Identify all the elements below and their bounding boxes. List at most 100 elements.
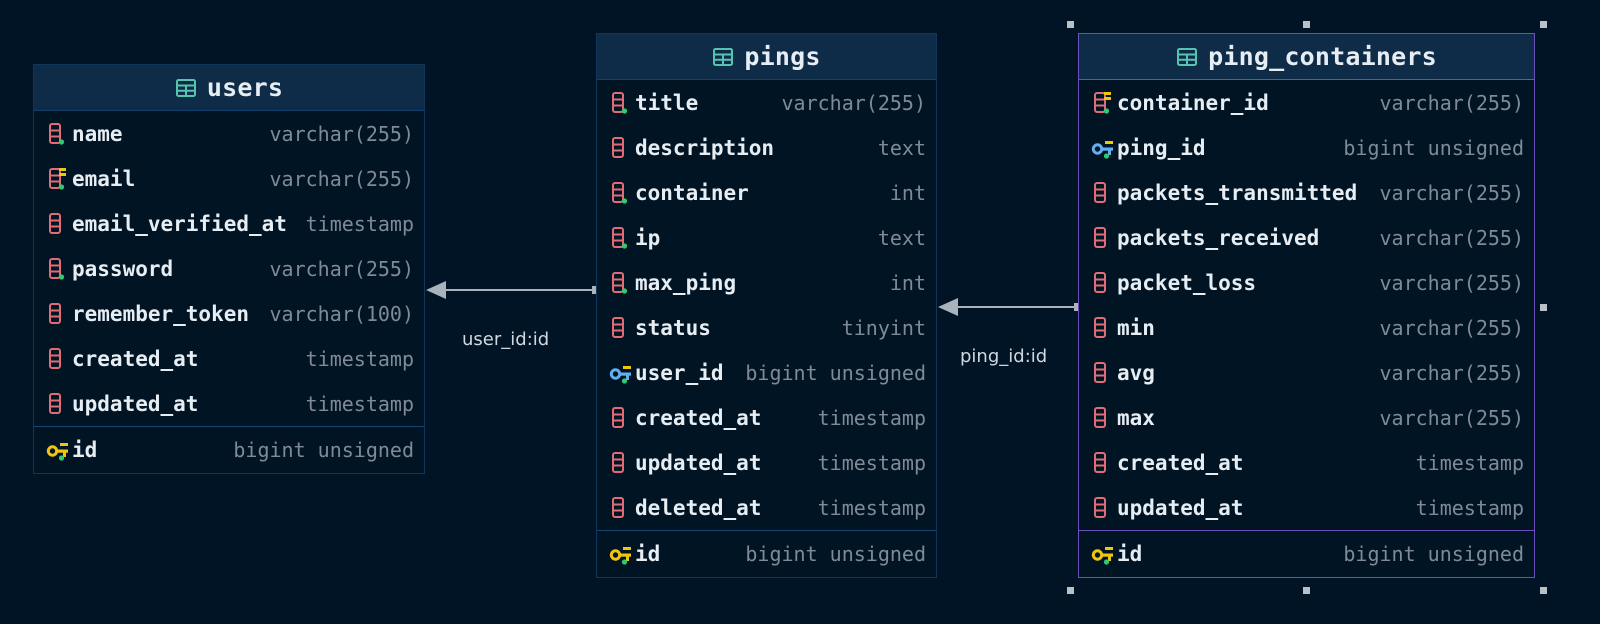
column-icon: [46, 122, 72, 146]
column-type: varchar(255): [781, 90, 927, 115]
column-type: timestamp: [817, 405, 926, 430]
relation-edge[interactable]: [938, 298, 1082, 316]
column-type: varchar(100): [269, 301, 415, 326]
column-icon: [609, 406, 635, 430]
column-row[interactable]: title varchar(255): [597, 80, 936, 125]
column-icon: [1091, 316, 1117, 340]
column-icon: [609, 271, 635, 295]
column-type: text: [877, 135, 926, 160]
column-row[interactable]: avg varchar(255): [1079, 350, 1534, 395]
column-type: text: [877, 225, 926, 250]
column-type: varchar(255): [1379, 315, 1525, 340]
column-name: title: [635, 90, 699, 115]
column-row[interactable]: remember_token varchar(100): [34, 291, 424, 336]
column-icon: [1091, 496, 1117, 520]
column-name: password: [72, 256, 174, 281]
column-name: remember_token: [72, 301, 250, 326]
column-type: tinyint: [841, 315, 926, 340]
relation-label: ping_id:id: [960, 346, 1048, 367]
arrowhead-icon: [938, 298, 958, 316]
unique-column-icon: [46, 167, 72, 191]
table-icon: [712, 46, 734, 68]
column-name: packets_transmitted: [1117, 180, 1358, 205]
relation-label: user_id:id: [462, 329, 550, 350]
column-row[interactable]: updated_at timestamp: [1079, 485, 1534, 530]
column-icon: [609, 91, 635, 115]
column-icon: [609, 496, 635, 520]
column-type: bigint unsigned: [233, 438, 414, 462]
column-name: avg: [1117, 360, 1155, 385]
column-type: bigint unsigned: [1343, 542, 1524, 566]
column-name: user_id: [635, 360, 724, 385]
primary-key-row[interactable]: id bigint unsigned: [1079, 531, 1534, 577]
resize-handle[interactable]: [1067, 21, 1074, 28]
foreign-key-icon: [1091, 136, 1117, 160]
column-name: id: [1117, 542, 1143, 566]
column-row[interactable]: user_id bigint unsigned: [597, 350, 936, 395]
column-type: varchar(255): [1379, 270, 1525, 295]
column-icon: [609, 181, 635, 205]
resize-handle[interactable]: [1303, 587, 1310, 594]
table-header[interactable]: users: [34, 65, 424, 111]
column-icon: [46, 347, 72, 371]
resize-handle[interactable]: [1303, 21, 1310, 28]
column-row[interactable]: ping_id bigint unsigned: [1079, 125, 1534, 170]
column-name: updated_at: [1117, 495, 1244, 520]
column-icon: [1091, 181, 1117, 205]
column-name: id: [635, 542, 661, 566]
table-icon: [175, 77, 197, 99]
column-icon: [1091, 406, 1117, 430]
column-name: ping_id: [1117, 135, 1206, 160]
resize-handle[interactable]: [1067, 587, 1074, 594]
column-row[interactable]: created_at timestamp: [1079, 440, 1534, 485]
primary-key-divider: [597, 530, 936, 531]
primary-key-icon: [1091, 542, 1117, 566]
resize-handle[interactable]: [1540, 21, 1547, 28]
primary-key-divider: [34, 426, 424, 427]
column-row[interactable]: packets_transmitted varchar(255): [1079, 170, 1534, 215]
column-type: varchar(255): [1379, 180, 1525, 205]
table-header[interactable]: pings: [597, 34, 936, 80]
table-title: ping_containers: [1208, 42, 1437, 71]
column-icon: [46, 302, 72, 326]
column-type: bigint unsigned: [745, 360, 926, 385]
relation-edge[interactable]: [426, 281, 600, 299]
resize-handle[interactable]: [1540, 304, 1547, 311]
resize-handle[interactable]: [1540, 587, 1547, 594]
column-type: varchar(255): [1379, 360, 1525, 385]
column-icon: [1091, 226, 1117, 250]
column-type: timestamp: [1415, 495, 1524, 520]
table-icon: [1176, 46, 1198, 68]
column-type: bigint unsigned: [1343, 135, 1524, 160]
column-icon: [1091, 361, 1117, 385]
primary-key-divider: [1079, 530, 1534, 531]
column-type: timestamp: [1415, 450, 1524, 475]
column-name: created_at: [1117, 450, 1244, 475]
table-header[interactable]: ping_containers: [1079, 34, 1534, 80]
